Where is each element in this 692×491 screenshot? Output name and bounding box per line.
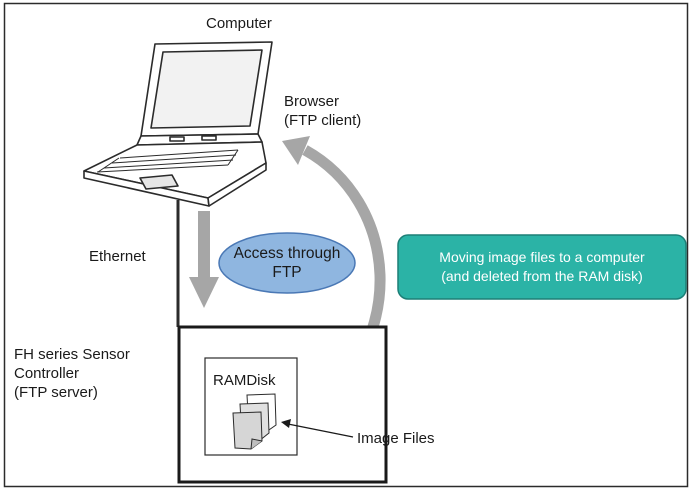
controller-label-line1: FH series Sensor bbox=[14, 346, 130, 363]
note-text: Moving image files to a computer (and de… bbox=[398, 248, 686, 286]
access-ftp-oval bbox=[218, 232, 356, 294]
note-line1: Moving image files to a computer bbox=[439, 249, 645, 265]
controller-label: FH series Sensor Controller (FTP server) bbox=[14, 345, 130, 402]
access-ftp-line2: FTP bbox=[272, 264, 302, 281]
image-files-label: Image Files bbox=[357, 430, 435, 447]
down-arrow-icon bbox=[189, 211, 219, 308]
computer-label: Computer bbox=[206, 15, 272, 32]
browser-label-line1: Browser bbox=[284, 93, 340, 110]
access-ftp-text: Access through FTP bbox=[219, 244, 355, 282]
ethernet-label: Ethernet bbox=[89, 248, 146, 265]
controller-label-line2: Controller bbox=[14, 365, 80, 382]
browser-label-line2: (FTP client) bbox=[284, 112, 362, 129]
ramdisk-label: RAMDisk bbox=[213, 372, 276, 389]
image-files-icon bbox=[232, 393, 277, 450]
access-ftp-line1: Access through bbox=[233, 245, 341, 262]
controller-label-line3: (FTP server) bbox=[14, 384, 98, 401]
laptop-icon bbox=[83, 41, 273, 207]
image-files-pointer bbox=[281, 419, 354, 438]
note-box bbox=[397, 234, 687, 300]
browser-label: Browser (FTP client) bbox=[284, 92, 361, 130]
note-line2: (and deleted from the RAM disk) bbox=[441, 268, 643, 284]
